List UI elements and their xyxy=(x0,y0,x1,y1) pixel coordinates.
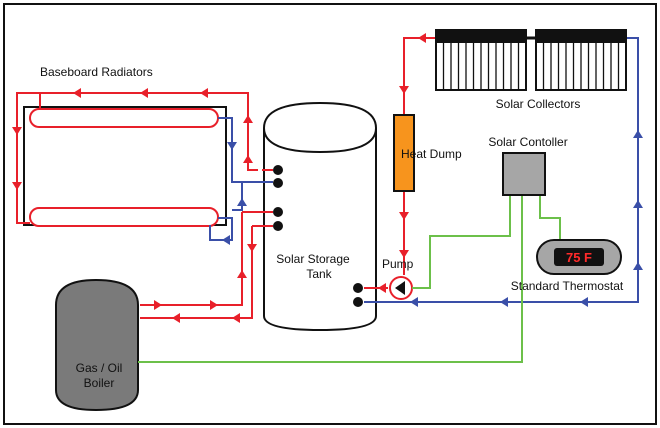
controller-label: Solar Contoller xyxy=(488,135,567,149)
collector-cold-arrows xyxy=(410,130,643,307)
solar-collectors: Solar Collectors xyxy=(435,29,627,111)
tank-label-line1: Solar Storage xyxy=(276,252,350,266)
boiler-label-line1: Gas / Oil xyxy=(76,361,123,375)
solar-storage-tank: Solar Storage Tank xyxy=(263,101,377,332)
collector-hot-arrows xyxy=(378,33,426,293)
tank-port xyxy=(273,207,283,217)
radiators-label: Baseboard Radiators xyxy=(40,65,153,79)
heat-dump: Heat Dump xyxy=(393,114,462,192)
collector-header-left xyxy=(436,30,526,43)
collector-header-right xyxy=(536,30,626,43)
pump-direction-icon xyxy=(395,281,405,295)
radiator-lower-element xyxy=(29,207,219,227)
solar-controller: Solar Contoller xyxy=(488,135,568,196)
thermostat-label: Standard Thermostat xyxy=(511,279,624,293)
tank-label-line2: Tank xyxy=(306,267,332,281)
thermostat-reading: 75 F xyxy=(566,250,592,265)
radiator-hot-arrows xyxy=(12,88,253,190)
tank-top-rim xyxy=(263,127,377,154)
controller-box xyxy=(502,152,546,196)
radiator-hot-loop xyxy=(16,92,258,224)
tank-port-pipes xyxy=(242,169,273,227)
boiler-label-line2: Boiler xyxy=(84,376,115,390)
tank-port xyxy=(353,283,363,293)
collectors-label: Solar Collectors xyxy=(496,97,581,111)
boiler-body xyxy=(55,278,139,412)
tank-port xyxy=(273,178,283,188)
pump: Pump xyxy=(382,257,414,300)
radiator-upper-element xyxy=(29,108,219,128)
heat-dump-label: Heat Dump xyxy=(401,147,462,161)
tank-port xyxy=(353,297,363,307)
standard-thermostat: 75 F Standard Thermostat xyxy=(511,239,624,293)
tank-port xyxy=(273,165,283,175)
outer-frame xyxy=(3,3,657,425)
collector-tubes-left xyxy=(442,43,520,90)
heat-dump-body xyxy=(393,114,415,192)
baseboard-radiators xyxy=(23,106,227,227)
boiler-hot-arrows xyxy=(154,244,257,323)
tank-port xyxy=(273,221,283,231)
gas-oil-boiler: Gas / Oil Boiler xyxy=(55,278,139,412)
control-wires xyxy=(138,195,561,363)
radiator-cold-arrows xyxy=(222,142,247,245)
thermostat-display xyxy=(554,248,604,266)
pump-label: Pump xyxy=(382,257,414,271)
tank-body xyxy=(263,101,377,332)
collector-tubes-right xyxy=(542,43,620,90)
